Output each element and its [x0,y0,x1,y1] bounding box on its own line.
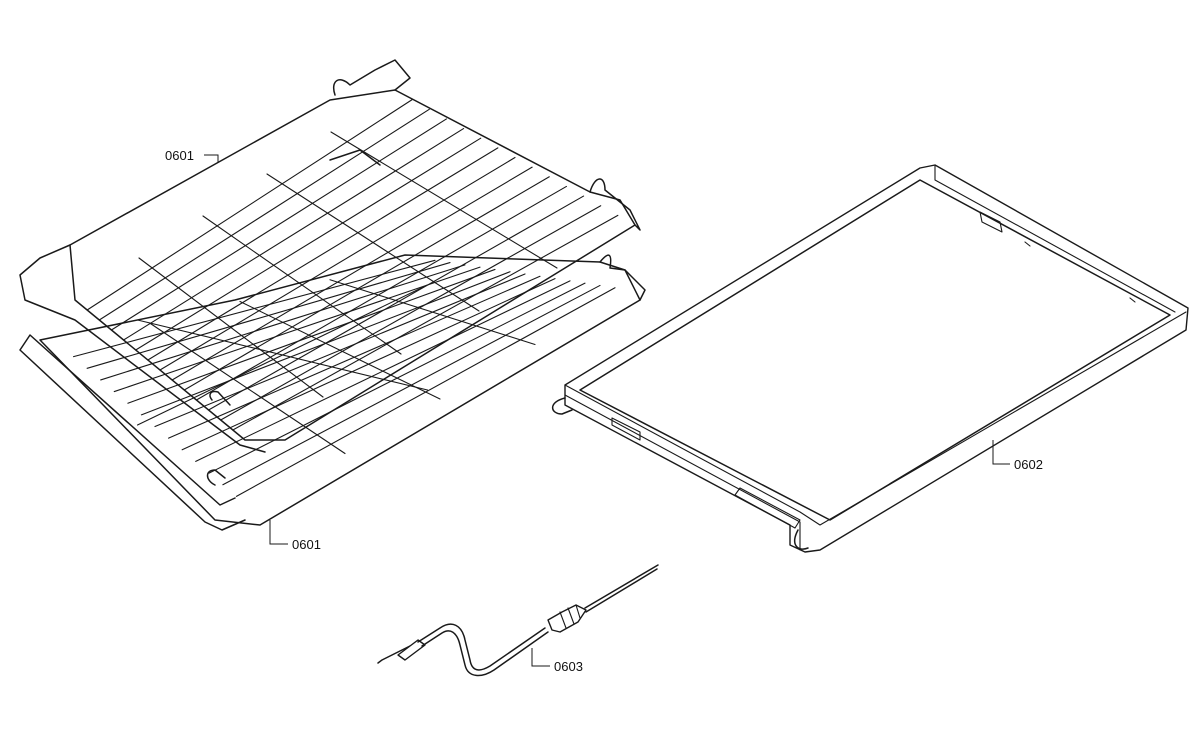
rack-cross-wire [159,156,516,371]
rack-long-wire [329,279,536,346]
upper-wire-rack[interactable] [19,59,641,453]
rack-long-wire [330,131,558,269]
leader-line-meat-probe [531,648,550,667]
rack-cross-wire [110,118,447,331]
rack-cross-wire [232,214,619,431]
rack-long-wire [266,173,480,312]
rack-cross-wire [195,185,567,401]
rack-cross-wire [171,166,533,381]
rack-cross-wire [208,195,585,411]
telescopic-sliding-rack[interactable] [551,164,1189,553]
rack-cross-wire [135,137,482,351]
rack-long-wire [202,215,402,355]
rack-long-wire [136,284,429,426]
upper-rack-grid [86,99,619,431]
leader-line-lower-rack [269,520,288,545]
leader-line-telescopic-rack [992,440,1010,465]
callout-telescopic-rack: 0602 [1014,457,1043,472]
rack-cross-wire [220,205,602,421]
rack-cross-wire [147,147,499,361]
rack-long-wire [138,257,324,398]
rack-cross-wire [86,99,413,311]
rack-long-wire [239,300,441,400]
lower-wire-rack[interactable] [19,254,646,531]
meat-probe[interactable] [377,564,659,677]
rack-cross-wire [98,108,430,321]
lower-rack-grid [73,259,616,497]
leader-line-upper-rack [204,154,219,162]
callout-upper-rack: 0601 [165,148,194,163]
rack-cross-wire [123,128,465,341]
callout-lower-rack: 0601 [292,537,321,552]
rack-cross-wire [183,176,550,391]
callout-meat-probe: 0603 [554,659,583,674]
